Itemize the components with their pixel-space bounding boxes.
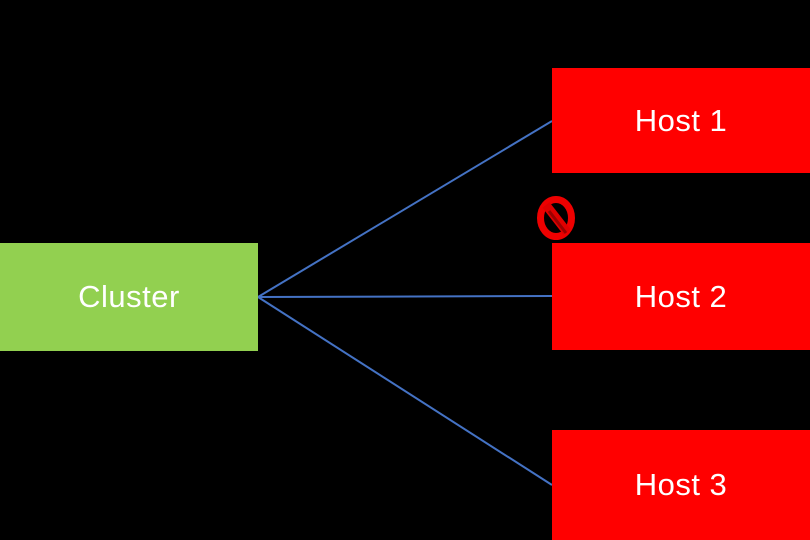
node-host3-label: Host 3	[634, 467, 728, 502]
node-cluster: Cluster	[0, 243, 258, 351]
connector-cluster-host2	[257, 295, 553, 298]
node-cluster-label: Cluster	[78, 279, 180, 314]
node-host1: Host 1	[552, 68, 810, 173]
connector-cluster-host3	[257, 296, 553, 486]
no-entry-icon	[537, 196, 575, 240]
no-entry-icon-ring	[537, 196, 575, 240]
node-host2: Host 2	[552, 243, 810, 350]
node-host3: Host 3	[552, 430, 810, 540]
no-entry-icon-slash-shadow	[547, 210, 568, 234]
connector-cluster-host1	[257, 120, 553, 298]
node-host1-label: Host 1	[634, 102, 728, 138]
node-host2-label: Host 2	[634, 278, 728, 314]
